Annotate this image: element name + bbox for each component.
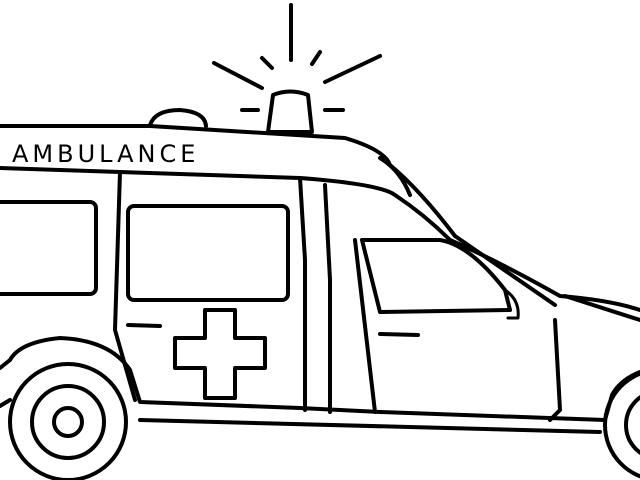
siren-light [266,89,314,134]
roof-vent [148,108,208,128]
siren-rays [212,3,382,112]
side-window [126,204,290,302]
front-wheel [603,371,640,479]
ambulance-label: AMBULANCE [12,140,199,168]
cross-symbol [173,308,267,400]
rear-window [0,200,98,296]
rear-wheel [8,362,128,480]
front-door-window [360,238,512,314]
